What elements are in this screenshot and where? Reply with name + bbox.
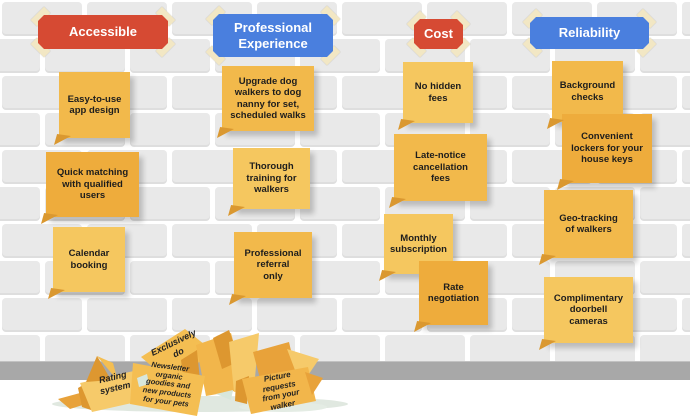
folded-corner (217, 127, 234, 138)
header-label: Accessible (69, 24, 137, 40)
note-text: Monthly subscription (389, 232, 447, 255)
folded-corner (54, 134, 71, 145)
sticky-note-complimentary-doorbell[interactable]: Complimentary doorbell cameras (539, 277, 633, 350)
folded-corner (229, 294, 246, 305)
header-label: Cost (424, 26, 453, 42)
header-label: Reliability (558, 25, 621, 41)
note-text: Rate negotiation (427, 281, 480, 304)
folded-corner (389, 197, 406, 208)
note-text: Quick matching with qualified users (56, 167, 129, 202)
sticky-note-quick-matching[interactable]: Quick matching with qualified users (41, 152, 139, 224)
folded-corner (398, 119, 415, 130)
note-text: Complimentary doorbell cameras (553, 292, 624, 327)
sticky-note-background-checks[interactable]: Background checks (547, 61, 623, 129)
folded-corner (557, 179, 574, 190)
note-text: Geo-tracking of walkers (559, 212, 618, 235)
note-text: Upgrade dog walkers to dog nanny for set… (230, 75, 306, 121)
folded-corner (414, 321, 431, 332)
sticky-note-late-notice-cancellation[interactable]: Late-notice cancellation fees (389, 134, 487, 208)
category-header-professional-experience[interactable]: Professional Experience (205, 5, 341, 66)
note-text: Calendar booking (68, 248, 110, 271)
note-text: Easy-to-use app design (67, 93, 122, 116)
sticky-note-professional-referral[interactable]: Professional referral only (229, 232, 312, 305)
sticky-note-convenient-lockers[interactable]: Convenient lockers for your house keys (557, 114, 652, 190)
folded-corner (48, 288, 65, 299)
sticky-note-calendar-booking[interactable]: Calendar booking (48, 227, 125, 299)
category-header-cost[interactable]: Cost (406, 10, 471, 58)
sticky-note-no-hidden-fees[interactable]: No hidden fees (398, 62, 473, 130)
note-text: Convenient lockers for your house keys (571, 131, 643, 166)
folded-corner (379, 270, 396, 281)
folded-corner (547, 118, 564, 129)
sticky-note-upgrade-dog-walkers[interactable]: Upgrade dog walkers to dog nanny for set… (217, 66, 314, 138)
note-text: Background checks (559, 80, 616, 103)
note-text: Thorough training for walkers (246, 161, 297, 196)
folded-corner (539, 339, 556, 350)
sticky-note-easy-to-use-app-design[interactable]: Easy-to-use app design (54, 72, 130, 145)
category-header-reliability[interactable]: Reliability (522, 8, 657, 58)
sticky-note-thorough-training[interactable]: Thorough training for walkers (228, 148, 310, 216)
folded-corner (41, 213, 58, 224)
note-text: Professional referral only (244, 247, 302, 282)
note-text: No hidden fees (414, 81, 462, 104)
note-text: Late-notice cancellation fees (413, 150, 468, 185)
category-header-accessible[interactable]: Accessible (30, 6, 176, 58)
sticky-note-rate-negotiation[interactable]: Rate negotiation (414, 261, 488, 332)
folded-corner (539, 254, 556, 265)
sticky-note-geo-tracking[interactable]: Geo-tracking of walkers (539, 190, 633, 265)
header-label: Professional Experience (233, 19, 313, 51)
folded-corner (228, 205, 245, 216)
discarded-note-text-goodies: Newsletter organic goodies and new produ… (142, 359, 192, 409)
